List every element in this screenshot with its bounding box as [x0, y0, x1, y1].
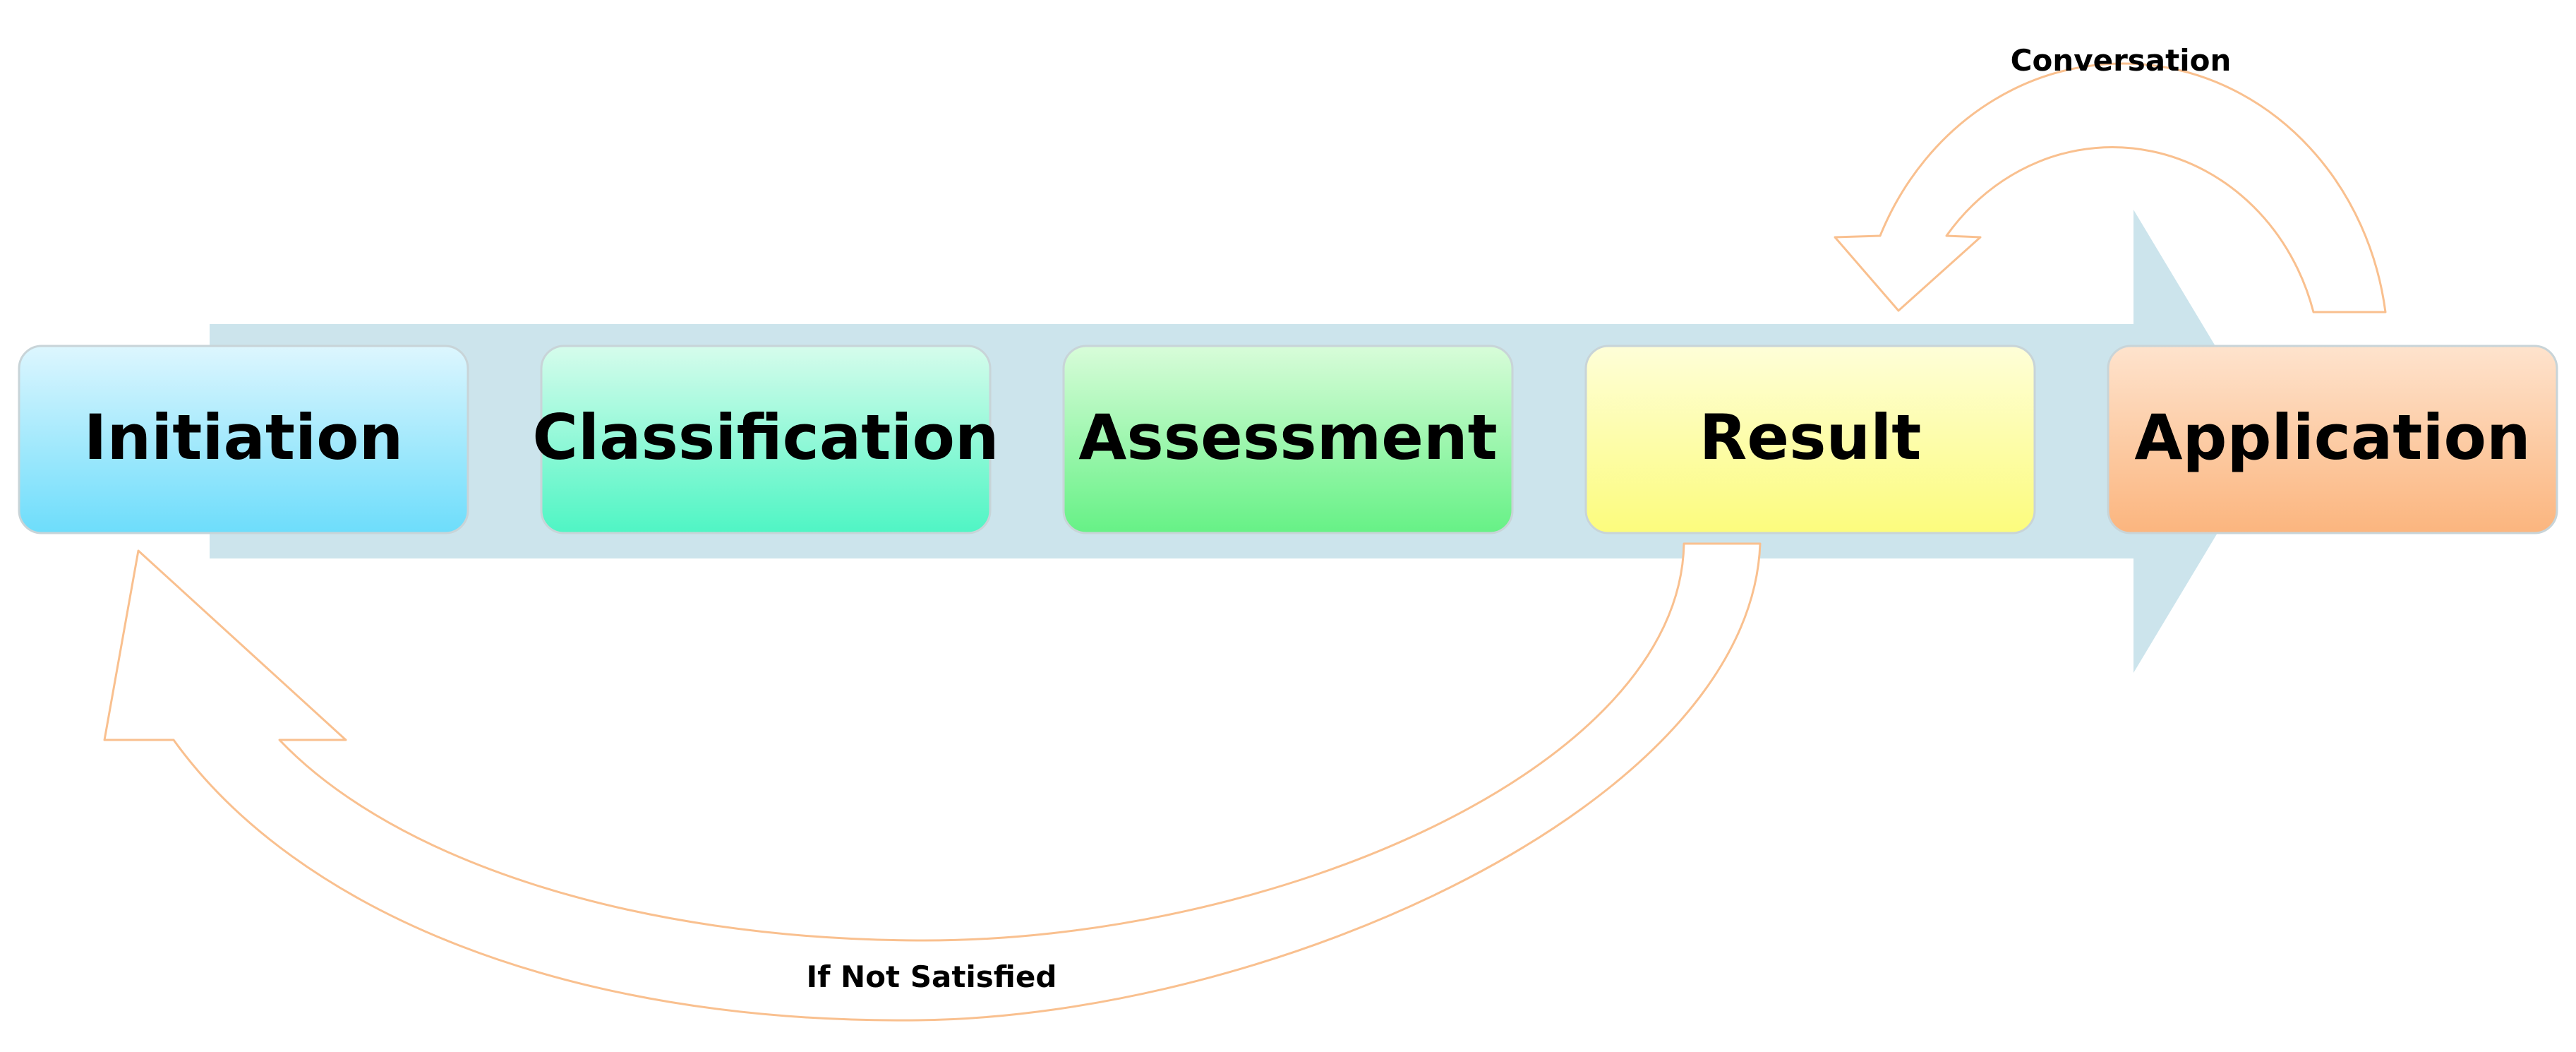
stage-label: Application [2134, 401, 2530, 474]
stage-result: Result [1584, 345, 2036, 534]
stage-label: Assessment [1078, 401, 1497, 474]
stage-label: Initiation [84, 401, 404, 474]
stage-label: Result [1699, 401, 1922, 474]
stage-initiation: Initiation [18, 345, 469, 534]
conversation-label: Conversation [2011, 43, 2232, 78]
if-not-satisfied-loop-arrow [103, 542, 1762, 1022]
if-not-satisfied-label: If Not Satisfied [807, 960, 1057, 994]
stage-classification: Classification [532, 345, 999, 534]
stage-label: Classification [532, 401, 999, 474]
stage-application: Application [2107, 345, 2558, 534]
conversation-loop-arrow [1834, 62, 2387, 313]
stage-assessment: Assessment [1062, 345, 1514, 534]
